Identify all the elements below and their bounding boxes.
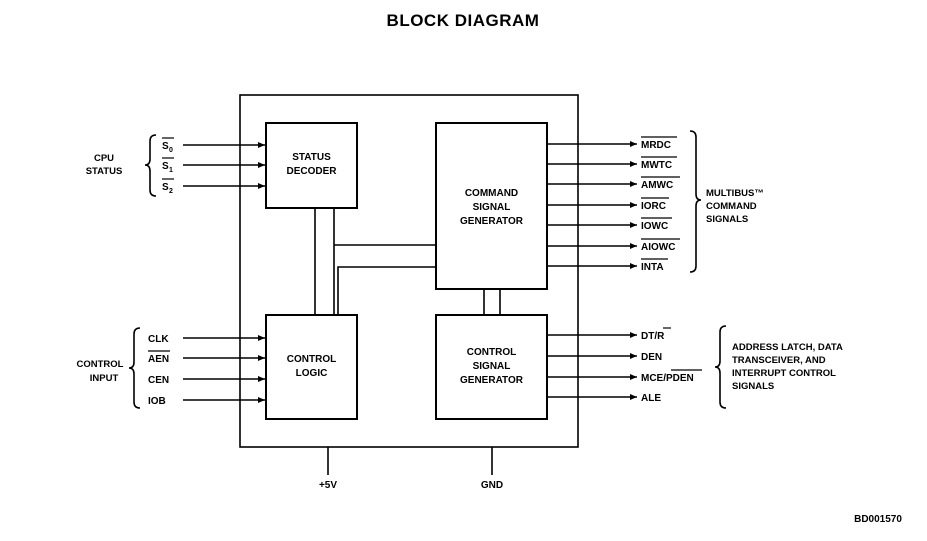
inta-pin: INTA — [641, 262, 664, 273]
control-input-brace — [128, 327, 141, 409]
mce-pden-pin: MCE/PDEN — [641, 369, 702, 384]
ale-pin: ALE — [641, 393, 661, 404]
command-signal-generator-block: COMMAND SIGNAL GENERATOR — [435, 122, 548, 290]
status-decoder-label-1: STATUS — [292, 152, 331, 163]
control-signal-generator-block: CONTROL SIGNAL GENERATOR — [435, 314, 548, 420]
s0-pin: S 0 — [162, 137, 174, 154]
control-outputs: DT/R DEN MCE/PDEN ALE ADDRESS LATCH, DAT… — [547, 325, 843, 409]
control-gen-label-1: CONTROL — [467, 347, 516, 358]
diagram-title: BLOCK DIAGRAM — [387, 11, 540, 30]
aiowc-pin: AIOWC — [641, 242, 675, 253]
clk-pin: CLK — [148, 334, 169, 345]
mrdc-pin: MRDC — [641, 140, 671, 151]
mwtc-pin: MWTC — [641, 160, 672, 171]
svg-text:MCE/PDEN: MCE/PDEN — [641, 373, 694, 384]
status-decoder-block: STATUS DECODER — [265, 122, 358, 209]
control-logic-block: CONTROL LOGIC — [265, 314, 358, 420]
command-outputs: MRDC MWTC AMWC IORC IOWC AIOWC INTA MULT… — [547, 130, 764, 273]
multibus-label-1: MULTIBUS™ — [706, 188, 764, 199]
control-input-label-1: CONTROL — [77, 359, 124, 370]
iorc-pin: IORC — [641, 201, 666, 212]
s1-pin: S 1 — [162, 157, 174, 174]
den-pin: DEN — [641, 352, 662, 363]
figure-id: BD001570 — [854, 514, 902, 525]
address-latch-label-4: SIGNALS — [732, 381, 774, 392]
cpu-status-brace — [144, 134, 157, 197]
cen-pin: CEN — [148, 375, 169, 386]
aen-pin: AEN — [148, 354, 169, 365]
internal-connections — [314, 208, 501, 315]
control-gen-label-3: GENERATOR — [460, 375, 524, 386]
control-logic-label-1: CONTROL — [287, 354, 336, 365]
control-inputs: CLK AEN CEN IOB CONTROL INPUT — [77, 327, 265, 409]
address-latch-brace — [714, 325, 727, 409]
svg-text:S: S — [162, 161, 169, 172]
multibus-label-3: SIGNALS — [706, 214, 748, 225]
iowc-pin: IOWC — [641, 221, 668, 232]
iob-pin: IOB — [148, 396, 166, 407]
amwc-pin: AMWC — [641, 180, 673, 191]
command-gen-label-1: COMMAND — [465, 188, 518, 199]
address-latch-label-3: INTERRUPT CONTROL — [732, 368, 836, 379]
command-gen-label-2: SIGNAL — [473, 202, 511, 213]
gnd-pin: GND — [481, 480, 503, 491]
status-inputs: S 0 S 1 S 2 CPU STATUS — [86, 134, 265, 197]
dt-r-pin: DT/R — [641, 327, 671, 342]
svg-text:S: S — [162, 141, 169, 152]
s2-pin: S 2 — [162, 178, 174, 195]
multibus-label-2: COMMAND — [706, 201, 757, 212]
status-decoder-label-2: DECODER — [286, 166, 337, 177]
address-latch-label-1: ADDRESS LATCH, DATA — [732, 342, 843, 353]
command-gen-label-3: GENERATOR — [460, 216, 524, 227]
svg-text:1: 1 — [169, 167, 173, 174]
svg-text:2: 2 — [169, 188, 173, 195]
control-gen-label-2: SIGNAL — [473, 361, 511, 372]
control-input-label-2: INPUT — [90, 373, 119, 384]
svg-text:DT/R: DT/R — [641, 331, 665, 342]
svg-text:0: 0 — [169, 147, 173, 154]
vcc-pin: +5V — [319, 480, 337, 491]
multibus-brace — [689, 130, 702, 273]
control-logic-label-2: LOGIC — [296, 368, 328, 379]
cpu-status-label-2: STATUS — [86, 166, 123, 177]
cpu-status-label-1: CPU — [94, 153, 114, 164]
svg-text:S: S — [162, 182, 169, 193]
power-pins: +5V GND — [319, 447, 503, 491]
address-latch-label-2: TRANSCEIVER, AND — [732, 355, 826, 366]
